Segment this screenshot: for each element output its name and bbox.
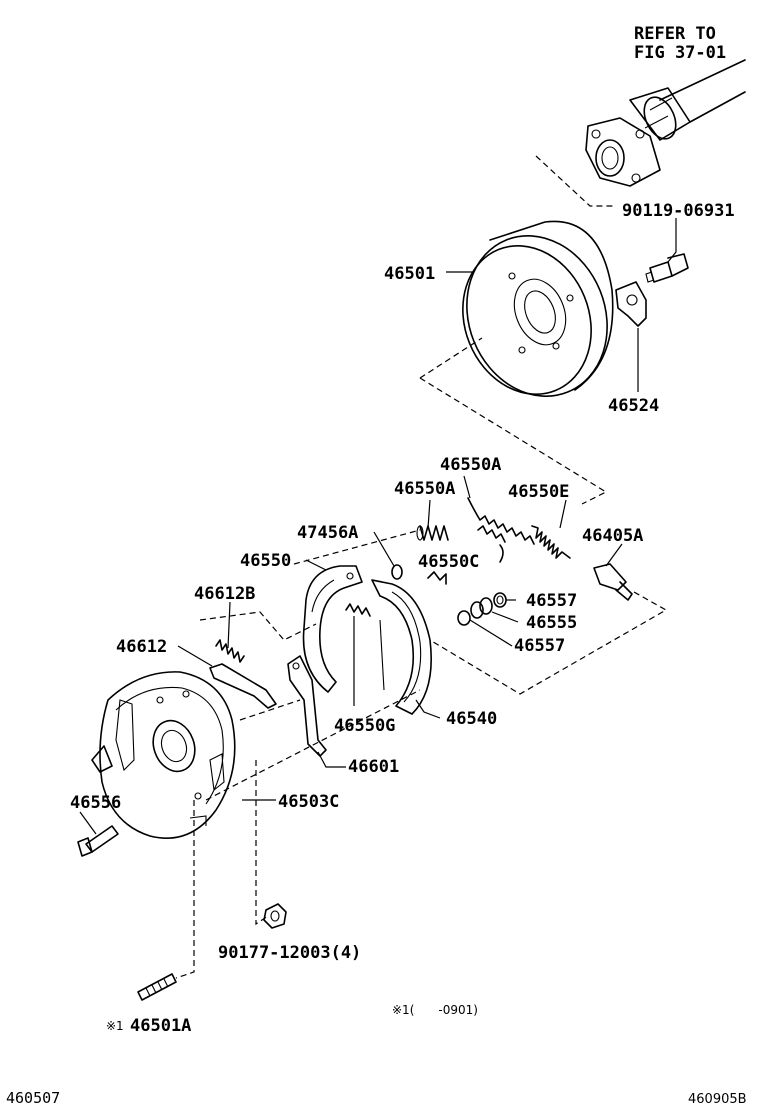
brake-drum (462, 220, 614, 397)
label-46612: 46612 (116, 637, 167, 657)
label-46550A-top: 46550A (440, 455, 501, 475)
pin-46555 (470, 597, 493, 619)
label-46501A-mark: ※1 (106, 1019, 124, 1033)
label-46501: 46501 (384, 264, 435, 284)
cup-46557-a (493, 592, 507, 608)
label-46550G: 46550G (334, 716, 395, 736)
diagram-code-left: 460507 (6, 1089, 60, 1107)
strut-46612 (209, 663, 277, 709)
label-46540: 46540 (446, 709, 497, 729)
leader-lines (79, 218, 677, 835)
label-90177-12003: 90177-12003(4) (218, 943, 361, 963)
tension-spring-46550A (467, 497, 535, 563)
label-46503C: 46503C (278, 792, 339, 812)
diagram-code-right: 460905B (688, 1092, 747, 1107)
spring-46550G (345, 603, 371, 617)
lever-46601 (287, 655, 327, 757)
nut-90177 (263, 903, 287, 929)
label-46601: 46601 (348, 757, 399, 777)
label-46612B: 46612B (194, 584, 255, 604)
cup-46557-b (457, 610, 471, 626)
propeller-shaft-flange (585, 59, 746, 187)
label-46405A: 46405A (582, 526, 643, 546)
shoe-46540 (371, 579, 432, 715)
label-46557-a: 46557 (526, 591, 577, 611)
label-46557-b: 46557 (514, 636, 565, 656)
label-46555: 46555 (526, 613, 577, 633)
backing-plate (91, 671, 236, 839)
footnote: ※1( -0901) (392, 1003, 478, 1017)
reference-line-1: REFER TO (634, 24, 716, 44)
bolt-90119 (645, 253, 689, 283)
adjuster-46405A (593, 563, 633, 601)
label-46556: 46556 (70, 793, 121, 813)
label-90119-06931: 90119-06931 (622, 201, 735, 221)
hub-bolt-46501A (137, 973, 177, 1001)
spring-46550A-small (416, 525, 449, 541)
spring-46612B (215, 639, 245, 663)
label-46550C: 46550C (418, 552, 479, 572)
label-46524: 46524 (608, 396, 659, 416)
shoe-46550 (302, 565, 363, 693)
washer-47456A (391, 564, 403, 580)
bolt-46556 (77, 825, 119, 857)
reference-line-2: FIG 37-01 (634, 43, 726, 63)
bracket-46524 (615, 281, 647, 327)
label-46550: 46550 (240, 551, 291, 571)
clip-46550C (427, 571, 447, 585)
label-46550A: 46550A (394, 479, 455, 499)
assembly-lines (175, 155, 668, 979)
label-46501A: 46501A (130, 1016, 191, 1036)
label-47456A: 47456A (297, 523, 358, 543)
label-46550E: 46550E (508, 482, 569, 502)
spring-46550E (531, 525, 571, 559)
